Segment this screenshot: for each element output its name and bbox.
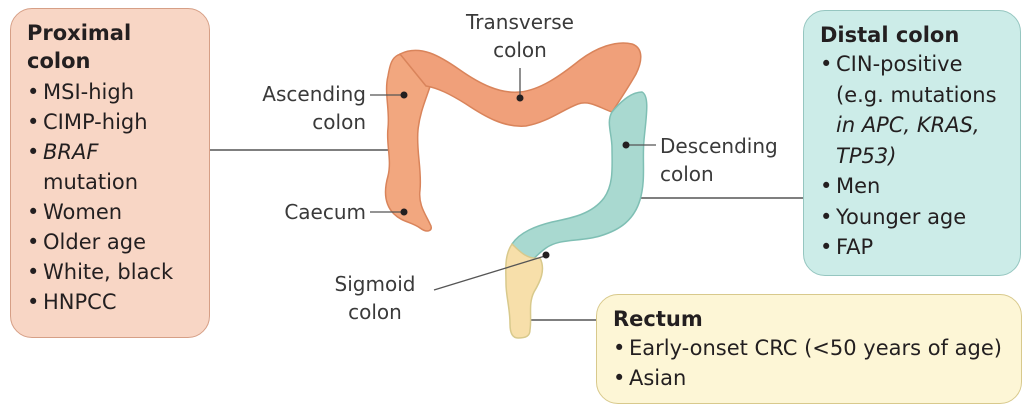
caecum-dot [401,209,408,216]
distal-item-continuation: TP53) [836,141,1004,172]
sigmoid-dot [543,252,550,259]
rectum-item-text: Early-onset CRC (<50 years of age) [629,336,1002,360]
rectum-list: Early-onset CRC (<50 years of age) Asian [613,333,1005,393]
list-item: HNPCC [27,287,193,317]
list-item: MSI-high [27,77,193,107]
list-item: Women [27,197,193,227]
caecum-label-text: Caecum [284,200,366,224]
transverse-colon-label: Transverse colon [452,8,588,64]
ascending-label-line1: Ascending [262,82,366,106]
sigmoid-colon-label: Sigmoid colon [320,270,430,326]
ascending-colon-label: Ascending colon [232,80,366,136]
distal-title: Distal colon [820,21,1004,49]
ascending-dot [401,92,408,99]
proximal-item-text: HNPCC [43,290,117,314]
proximal-title: Proximal colon [27,19,137,75]
proximal-item-continuation: mutation [43,167,193,197]
descending-colon-label: Descending colon [660,132,800,188]
list-item: Asian [613,363,1005,393]
proximal-colon-box: Proximal colon MSI-high CIMP-high BRAF mu… [10,8,210,338]
list-item: Early-onset CRC (<50 years of age) [613,333,1005,363]
descending-dot [623,142,630,149]
distal-item-text: CIN-positive [836,52,963,76]
proximal-item-text: CIMP-high [43,110,148,134]
proximal-item-text: Women [43,200,122,224]
ascending-label-line2: colon [312,110,366,134]
list-item: Older age [27,227,193,257]
list-item: FAP [820,232,1004,263]
proximal-item-text: White, black [43,260,173,284]
proximal-list: MSI-high CIMP-high BRAF mutation Women Ol… [27,77,193,317]
proximal-item-text: Older age [43,230,146,254]
distal-item-continuation: in APC, KRAS, [836,110,1004,141]
sigmoid-label-line2: colon [348,300,402,324]
distal-item-continuation: (e.g. mutations [836,80,1004,111]
rectum-title: Rectum [613,305,1005,333]
list-item: Younger age [820,202,1004,233]
descending-label-line1: Descending [660,134,778,158]
descending-label-line2: colon [660,162,714,186]
distal-item-text: Younger age [836,205,966,229]
list-item: White, black [27,257,193,287]
distal-item-text: FAP [836,235,873,259]
rectum-item-text: Asian [629,366,686,390]
transverse-dot [517,95,524,102]
distal-item-text: Men [836,174,880,198]
transverse-label-line1: Transverse [466,10,574,34]
sigmoid-label-line1: Sigmoid [335,272,416,296]
caecum-label: Caecum [260,198,366,226]
list-item: Men [820,171,1004,202]
rectum-box: Rectum Early-onset CRC (<50 years of age… [596,294,1022,404]
distal-colon-box: Distal colon CIN-positive (e.g. mutations… [803,10,1021,276]
transverse-label-line2: colon [493,38,547,62]
list-item: CIMP-high [27,107,193,137]
proximal-item-text: MSI-high [43,80,134,104]
proximal-item-text: BRAF [43,140,98,164]
list-item: BRAF mutation [27,137,193,197]
